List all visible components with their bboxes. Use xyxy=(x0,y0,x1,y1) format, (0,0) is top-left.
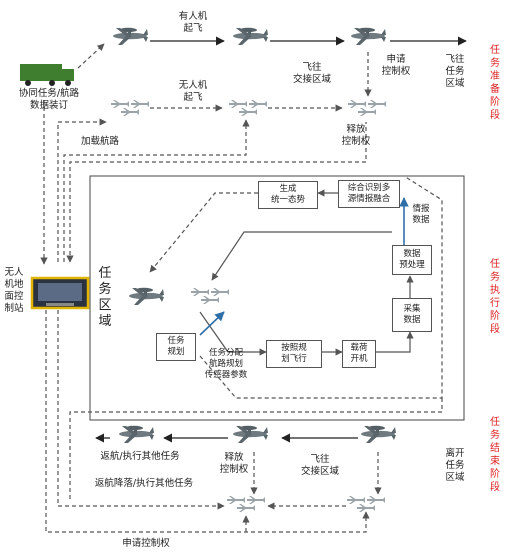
mission-exit-line xyxy=(69,398,443,500)
loop-line xyxy=(211,231,392,281)
arrow-situation-to-aircraft xyxy=(149,192,258,273)
arrow-plan-to-aircraft xyxy=(199,311,225,336)
stage-end: 任 务 结 束 阶 段 xyxy=(490,417,500,493)
label-release-control-top: 释放 控制权 xyxy=(341,124,371,147)
label-sync-load: 协同任务/航路 数据装订 xyxy=(18,88,80,111)
manned-aircraft-top xyxy=(113,27,386,45)
load-route-line-3 xyxy=(66,122,367,263)
label-uav-takeoff: 无人机 起飞 xyxy=(178,80,208,103)
box-fly-by-plan: 按照规 划飞行 xyxy=(266,340,322,368)
arrow-alloc-to-flight xyxy=(199,311,267,356)
truck-icon xyxy=(20,64,74,86)
label-fly-to-handover-bottom: 飞往 交接区域 xyxy=(300,454,339,477)
label-request-control-top: 申请 控制权 xyxy=(381,54,411,77)
label-fly-to-mission-area: 飞往 任务 区域 xyxy=(445,54,465,89)
box-fusion: 综合识别多 源情报融合 xyxy=(338,180,400,208)
label-load-route: 加载航路 xyxy=(80,136,119,147)
label-task-alloc: 任务分配 航路规划 传感器参数 xyxy=(204,348,248,380)
label-mission-area: 任 务 区 域 xyxy=(98,266,112,329)
arrow-truck-manned xyxy=(77,43,105,69)
stage-exec: 任 务 执 行 阶 段 xyxy=(490,259,500,335)
label-return-manned: 返航/执行其他任务 xyxy=(100,451,180,462)
box-preprocess: 数据 预处理 xyxy=(392,245,432,275)
mission-area-frame xyxy=(89,175,465,421)
label-leave-mission-area: 离开 任务 区域 xyxy=(445,448,465,483)
label-request-control-bottom: 申请控制权 xyxy=(122,538,170,549)
label-fly-to-handover-top: 飞往 交接区域 xyxy=(292,62,331,85)
station-to-bottom-line xyxy=(57,310,225,510)
label-release-control-bottom: 释放 控制权 xyxy=(219,452,249,475)
manned-aircraft-bottom xyxy=(119,425,396,443)
label-return-land: 返航降落/执行其他任务 xyxy=(94,478,194,489)
box-gen-situation: 生成 统一态势 xyxy=(258,181,318,209)
arrow-sensor-to-collect xyxy=(375,331,414,353)
load-route-line-2 xyxy=(63,119,250,262)
ground-station-icon xyxy=(30,276,90,310)
stage-prep: 任 务 准 备 阶 段 xyxy=(490,45,500,121)
box-task-plan: 任务 规划 xyxy=(156,333,196,361)
mission-aircraft xyxy=(129,287,229,305)
label-intel-data: 情报 数据 xyxy=(412,204,430,225)
box-collect: 采集 数据 xyxy=(392,298,432,332)
label-manned-takeoff: 有人机 起飞 xyxy=(178,11,208,34)
station-request-line xyxy=(45,310,370,533)
uav-group-bottom xyxy=(227,496,385,512)
label-ground-station: 无人 机地 面控 制站 xyxy=(4,267,24,314)
box-sensor-on: 载荷 开机 xyxy=(342,340,376,368)
load-route-line-1 xyxy=(57,118,107,262)
